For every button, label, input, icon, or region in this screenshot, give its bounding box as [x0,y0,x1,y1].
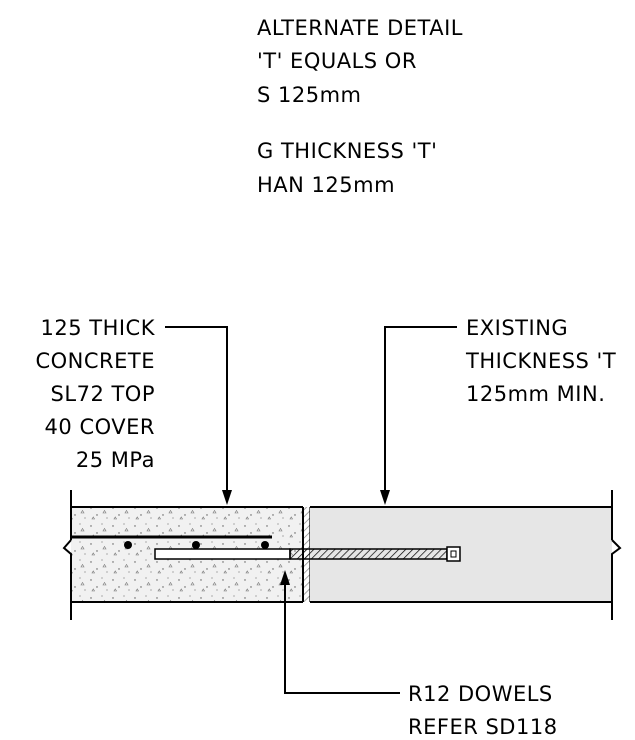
r12-dowel [154,546,461,562]
mesh-bar-3 [261,541,269,549]
existing-slab-leader [380,326,457,505]
new-slab-label-line-1: 125 THICK [40,316,155,340]
dowel-bar-embedded [289,548,448,560]
right-break-symbol [611,539,622,568]
left-break-symbol [62,539,72,568]
note-line-4: G THICKNESS 'T' [257,139,437,163]
new-slab-label: 125 THICK CONCRETE SL72 TOP 40 COVER 25 … [35,316,155,472]
sl72-mesh [71,535,272,549]
existing-slab-label-line-1: EXISTING [466,316,568,340]
dowel-end-cap [446,546,461,562]
dowel-label-line-2: REFER SD118 [408,715,558,739]
new-slab-label-line-4: 40 COVER [45,415,155,439]
note-line-1: ALTERNATE DETAIL [257,16,463,40]
dowel-sleeve [154,548,291,560]
new-slab-label-line-5: 25 MPa [76,448,155,472]
note-line-2: 'T' EQUALS OR [257,49,417,73]
mesh-bar-1 [124,541,132,549]
existing-slab-label-line-2: THICKNESS 'T [465,349,616,373]
dowel-arrowhead [280,570,290,585]
existing-slab-arrowhead [380,490,390,505]
new-slab-leader [165,326,232,505]
new-slab-label-line-3: SL72 TOP [51,382,155,406]
existing-slab-label: EXISTING THICKNESS 'T 125mm MIN. [465,316,616,406]
new-slab-arrowhead [222,490,232,505]
general-notes: ALTERNATE DETAIL 'T' EQUALS OR S 125mm G… [257,16,463,197]
dowel-label-line-1: R12 DOWELS [408,682,553,706]
new-slab-label-line-2: CONCRETE [35,349,155,373]
dowel-leader [280,570,400,694]
note-line-3: S 125mm [257,83,362,107]
existing-slab-label-line-3: 125mm MIN. [466,382,605,406]
mesh-bar-2 [192,541,200,549]
dowel-label: R12 DOWELS REFER SD118 [408,682,558,739]
note-line-5: HAN 125mm [257,173,395,197]
